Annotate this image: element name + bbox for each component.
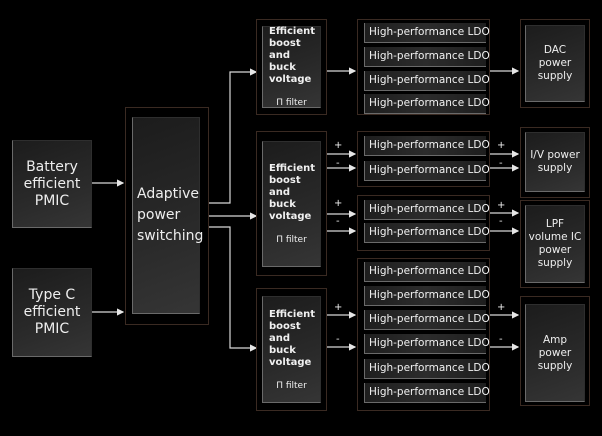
converter-2-pi-filter: Π filter [276, 235, 307, 245]
arrow-switch-to-converter-1 [208, 68, 258, 204]
ldo-item: High-performance LDO [364, 94, 490, 114]
switch-line-3: switching [137, 228, 204, 244]
minus-sign: - [336, 158, 340, 169]
ldo-item: High-performance LDO [364, 23, 490, 43]
typec-pmic-line-1: Type C [28, 287, 76, 303]
minus-sign: - [336, 334, 340, 345]
lpf-line-3: power [538, 244, 572, 256]
converter-2-line-1: Efficient [269, 163, 316, 174]
lpf-volume-ic-supply-block: LPF volume IC power supply [525, 205, 585, 283]
dac-line-1: DAC [543, 44, 567, 56]
ldo-item: High-performance LDO [364, 161, 490, 181]
minus-sign: - [499, 216, 503, 227]
plus-sign: + [334, 302, 343, 313]
ldo-item: High-performance LDO [364, 310, 490, 330]
battery-pmic-line-3: PMIC [34, 192, 70, 209]
ldo-item: High-performance LDO [364, 383, 490, 403]
dac-line-3: supply [537, 70, 573, 82]
ldo-item: High-performance LDO [364, 286, 490, 306]
switch-frame [125, 107, 209, 325]
lpf-supply-frame [520, 200, 590, 288]
converter-3-pi-filter: Π filter [276, 380, 307, 391]
lpf-line-4: supply [537, 257, 573, 269]
plus-sign: + [334, 140, 343, 151]
ldo-group-1: High-performance LDO High-performance LD… [357, 19, 490, 115]
converter-3-block: Efficient boost and buck voltage Π filte… [262, 296, 321, 403]
converter-2-block: Efficient boost and buck voltage Π filte… [262, 141, 321, 267]
converter-1-block: Efficient boost and buck voltage Π filte… [262, 26, 321, 108]
amp-line-2: power [538, 346, 572, 359]
plus-sign: + [497, 140, 506, 151]
ldo-group-2b: High-performance LDO High-performance LD… [357, 195, 490, 251]
adaptive-power-switching-block: Adaptive power switching [132, 117, 204, 314]
iv-line-1: I/V power [530, 149, 580, 161]
ldo-item: High-performance LDO [364, 262, 490, 282]
plus-sign: + [334, 198, 343, 209]
converter-3-line-1: Efficient [269, 308, 316, 320]
battery-pmic-line-2: efficient [23, 175, 81, 192]
amp-supply-frame [520, 296, 590, 406]
converter-3-line-3: buck [269, 344, 296, 356]
dac-line-2: power [538, 57, 572, 69]
ldo-group-2a: High-performance LDO High-performance LD… [357, 131, 490, 187]
converter-2-line-2: boost and [269, 175, 301, 198]
converter-2-line-3: buck [269, 199, 296, 210]
switch-line-1: Adaptive [137, 186, 199, 202]
iv-supply-frame [520, 127, 590, 198]
battery-pmic-block: Battery efficient PMIC [12, 140, 92, 228]
dac-power-supply-block: DAC power supply [525, 25, 585, 102]
converter-1-line-2: boost and [269, 38, 301, 61]
converter-3-line-2: boost and [269, 320, 301, 344]
ldo-group-3: High-performance LDO High-performance LD… [357, 258, 490, 411]
plus-sign: + [497, 200, 506, 211]
minus-sign: - [499, 158, 503, 169]
ldo-item: High-performance LDO [364, 71, 490, 91]
converter-2-frame [256, 131, 327, 276]
plus-sign: + [497, 302, 506, 313]
typec-pmic-block: Type C efficient PMIC [12, 268, 92, 357]
converter-2-line-4: voltage [269, 211, 312, 222]
converter-3-frame [256, 288, 327, 411]
typec-pmic-line-2: efficient [23, 304, 81, 320]
ldo-item: High-performance LDO [364, 223, 490, 243]
minus-sign: - [336, 216, 340, 227]
amp-line-3: supply [537, 359, 573, 372]
converter-1-frame [256, 19, 327, 115]
ldo-item: High-performance LDO [364, 200, 490, 220]
battery-pmic-line-1: Battery [26, 158, 78, 175]
lpf-line-2: volume IC [528, 231, 582, 243]
ldo-item: High-performance LDO [364, 334, 490, 354]
amp-power-supply-block: Amp power supply [525, 304, 585, 402]
arrow-switch-to-converter-3 [208, 226, 258, 352]
converter-3-line-4: voltage [269, 356, 312, 368]
typec-pmic-line-3: PMIC [34, 321, 70, 337]
ldo-item: High-performance LDO [364, 359, 490, 379]
converter-1-pi-filter: Π filter [276, 98, 307, 108]
converter-1-line-4: voltage [269, 74, 312, 85]
converter-1-line-1: Efficient [269, 26, 316, 37]
amp-line-1: Amp [542, 333, 568, 346]
iv-line-2: supply [537, 162, 573, 174]
ldo-item: High-performance LDO [364, 136, 490, 156]
dac-supply-frame [520, 19, 590, 108]
ldo-item: High-performance LDO [364, 47, 490, 67]
converter-1-line-3: buck [269, 62, 296, 73]
switch-line-2: power [137, 207, 181, 223]
iv-power-supply-block: I/V power supply [525, 132, 585, 192]
lpf-line-1: LPF [545, 218, 565, 230]
minus-sign: - [499, 334, 503, 345]
